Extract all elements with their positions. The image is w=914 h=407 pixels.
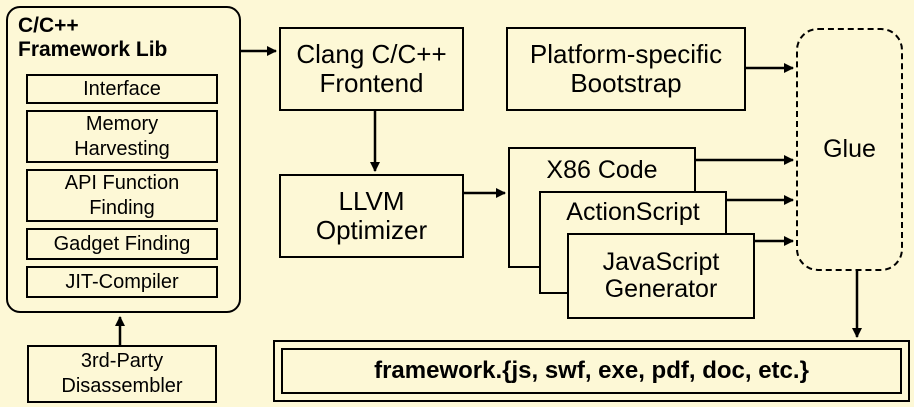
lib-item-gadget-finding: Gadget Finding	[26, 228, 218, 260]
lib-item-interface: Interface	[26, 74, 218, 104]
lib-item-api-function-finding: API Function Finding	[26, 169, 218, 222]
x86-code-label: X86 Code	[546, 156, 658, 184]
glue-box: Glue	[796, 28, 903, 271]
javascript-generator-box: JavaScript Generator	[567, 233, 755, 319]
disassembler-box: 3rd-Party Disassembler	[27, 345, 217, 403]
llvm-optimizer-box: LLVM Optimizer	[279, 174, 464, 258]
clang-frontend-box: Clang C/C++ Frontend	[279, 27, 464, 111]
output-box: framework.{js, swf, exe, pdf, doc, etc.}	[273, 340, 910, 402]
actionscript-label: ActionScript	[566, 198, 700, 226]
lib-item-jit-compiler: JIT-Compiler	[26, 266, 218, 298]
framework-lib-title: C/C++ Framework Lib	[18, 14, 168, 62]
lib-item-memory-harvesting: Memory Harvesting	[26, 110, 218, 163]
output-label: framework.{js, swf, exe, pdf, doc, etc.}	[281, 348, 902, 394]
bootstrap-box: Platform-specific Bootstrap	[506, 27, 746, 111]
